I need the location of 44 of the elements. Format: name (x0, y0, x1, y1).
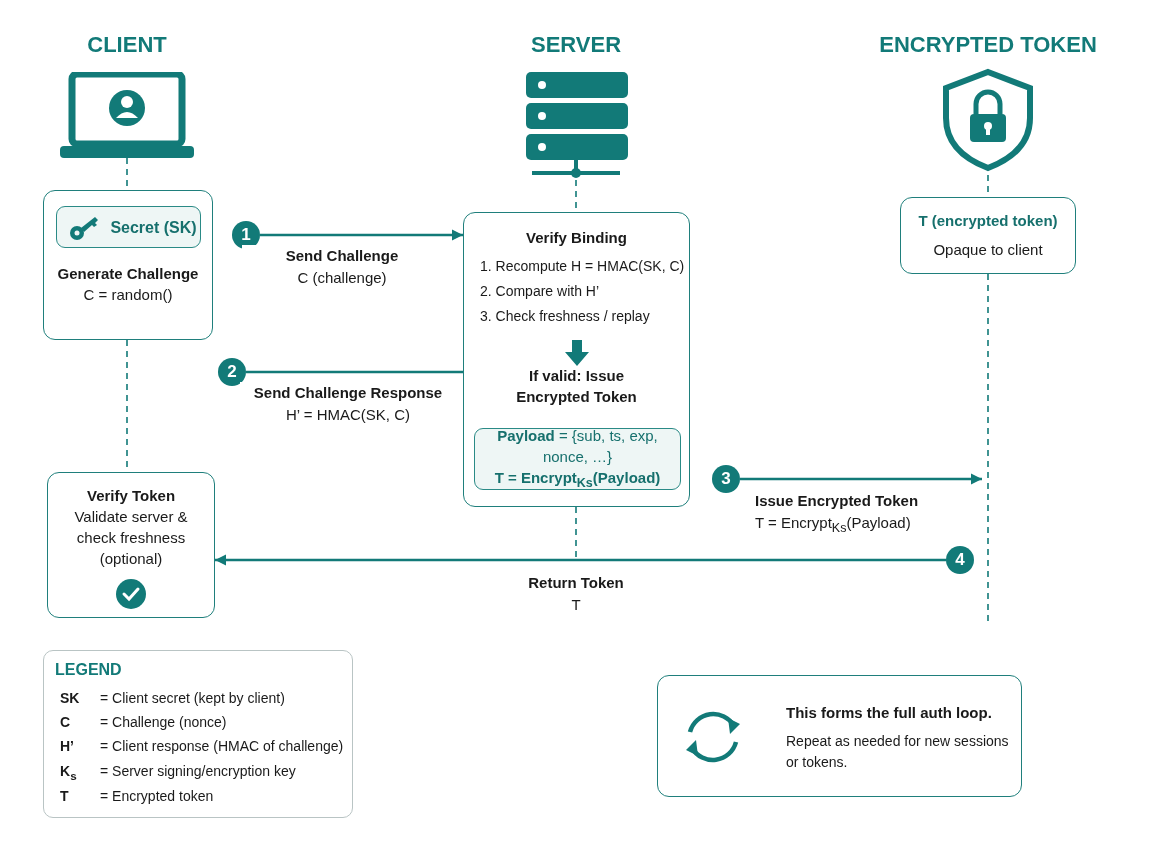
legend-text: = Challenge (nonce) (100, 713, 227, 731)
box-heading: Verify Token (86, 486, 176, 506)
legend-text: = Encrypted token (100, 787, 214, 805)
legend-symbol: H’ (60, 737, 74, 755)
process-box (463, 212, 690, 507)
step-number: 1 (232, 221, 260, 249)
box-text: Repeat as needed for new sessions or tokens. (786, 732, 1009, 772)
box-text: 2. Compare with H’ (479, 282, 600, 301)
step-number: 3 (712, 465, 740, 493)
note-box (657, 675, 1022, 797)
process-box (43, 190, 213, 340)
process-box (47, 472, 215, 618)
column-heading: SERVER (530, 31, 622, 59)
legend-symbol: SK (60, 689, 80, 707)
box-text: Validate server & check freshness (optional) (73, 507, 189, 569)
column-heading: CLIENT (87, 31, 167, 59)
box-text: If valid: Issue Encrypted Token (515, 366, 638, 407)
legend-symbol: T (60, 787, 69, 805)
token-box (900, 197, 1076, 274)
box-heading: Generate Challenge (57, 264, 199, 284)
arrow (215, 554, 946, 566)
box-text: Secret (SK) (110, 217, 197, 238)
arrow (260, 229, 463, 241)
payload-box (474, 428, 681, 490)
box-heading: This forms the full auth loop. (786, 703, 992, 723)
arrow (740, 473, 982, 485)
legend-text: = Server signing/encryption key (100, 762, 296, 780)
box-heading: T (encrypted token) (918, 211, 1058, 231)
legend-text: = Client response (HMAC of challenge) (100, 737, 344, 755)
legend-heading: LEGEND (55, 661, 122, 679)
box-text: T = Encrypt$_{Ks}$(Payload) (494, 467, 661, 492)
legend-symbol: K$_{s}$ (60, 762, 77, 784)
box-text: 3. Check freshness / replay (479, 307, 650, 326)
column-heading: ENCRYPTED TOKEN (879, 31, 1097, 59)
box-text: C = random() (83, 285, 173, 305)
legend-symbol: C (60, 713, 71, 731)
box-text: Opaque to client (933, 240, 1043, 260)
step-number: 4 (946, 546, 974, 574)
secret-box (56, 206, 201, 248)
legend-text: = Client secret (kept by client) (100, 689, 285, 707)
box-text: Payload = {sub, ts, exp, nonce, …} (496, 425, 659, 467)
box-text: 1. Recompute H = HMAC(SK, C) (479, 257, 685, 276)
step-number: 2 (218, 358, 246, 386)
box-heading: Verify Binding (526, 228, 627, 248)
